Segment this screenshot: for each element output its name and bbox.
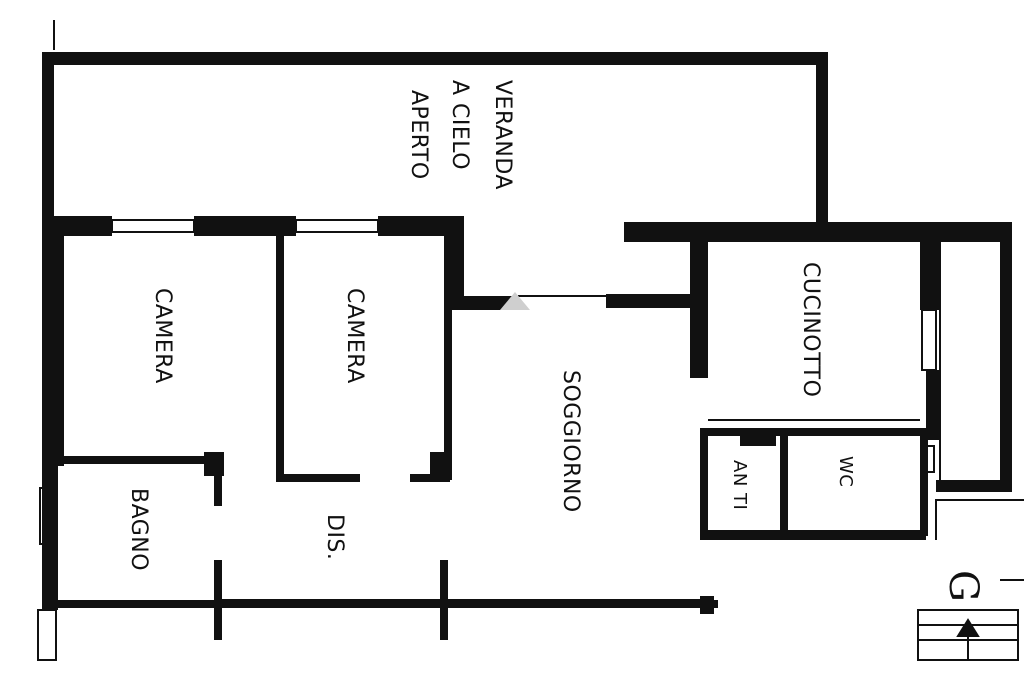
veranda-label-line3: APERTO [406, 90, 431, 180]
antibagno-label: AN TI [729, 460, 750, 510]
stair-mark-label: G [940, 570, 986, 602]
windows [37, 219, 937, 661]
walls [42, 52, 1012, 640]
veranda-label-line2: A CIELO [447, 80, 472, 170]
cucinotto-label: CUCINOTTO [798, 262, 823, 397]
dis-label: DIS. [322, 514, 347, 560]
thin-lines [53, 20, 941, 601]
stairs [917, 499, 1024, 661]
camera-left-label: CAMERA [150, 288, 175, 384]
soggiorno-label: SOGGIORNO [558, 370, 583, 513]
veranda-label-line1: VERANDA [490, 80, 515, 190]
bagno-label: BAGNO [126, 488, 151, 571]
room-labels: VERANDA A CIELO APERTO CAMERA CAMERA SOG… [126, 80, 856, 571]
wc-label: WC [835, 456, 856, 487]
watermark-icon [500, 292, 530, 310]
camera-right-label: CAMERA [342, 288, 367, 384]
